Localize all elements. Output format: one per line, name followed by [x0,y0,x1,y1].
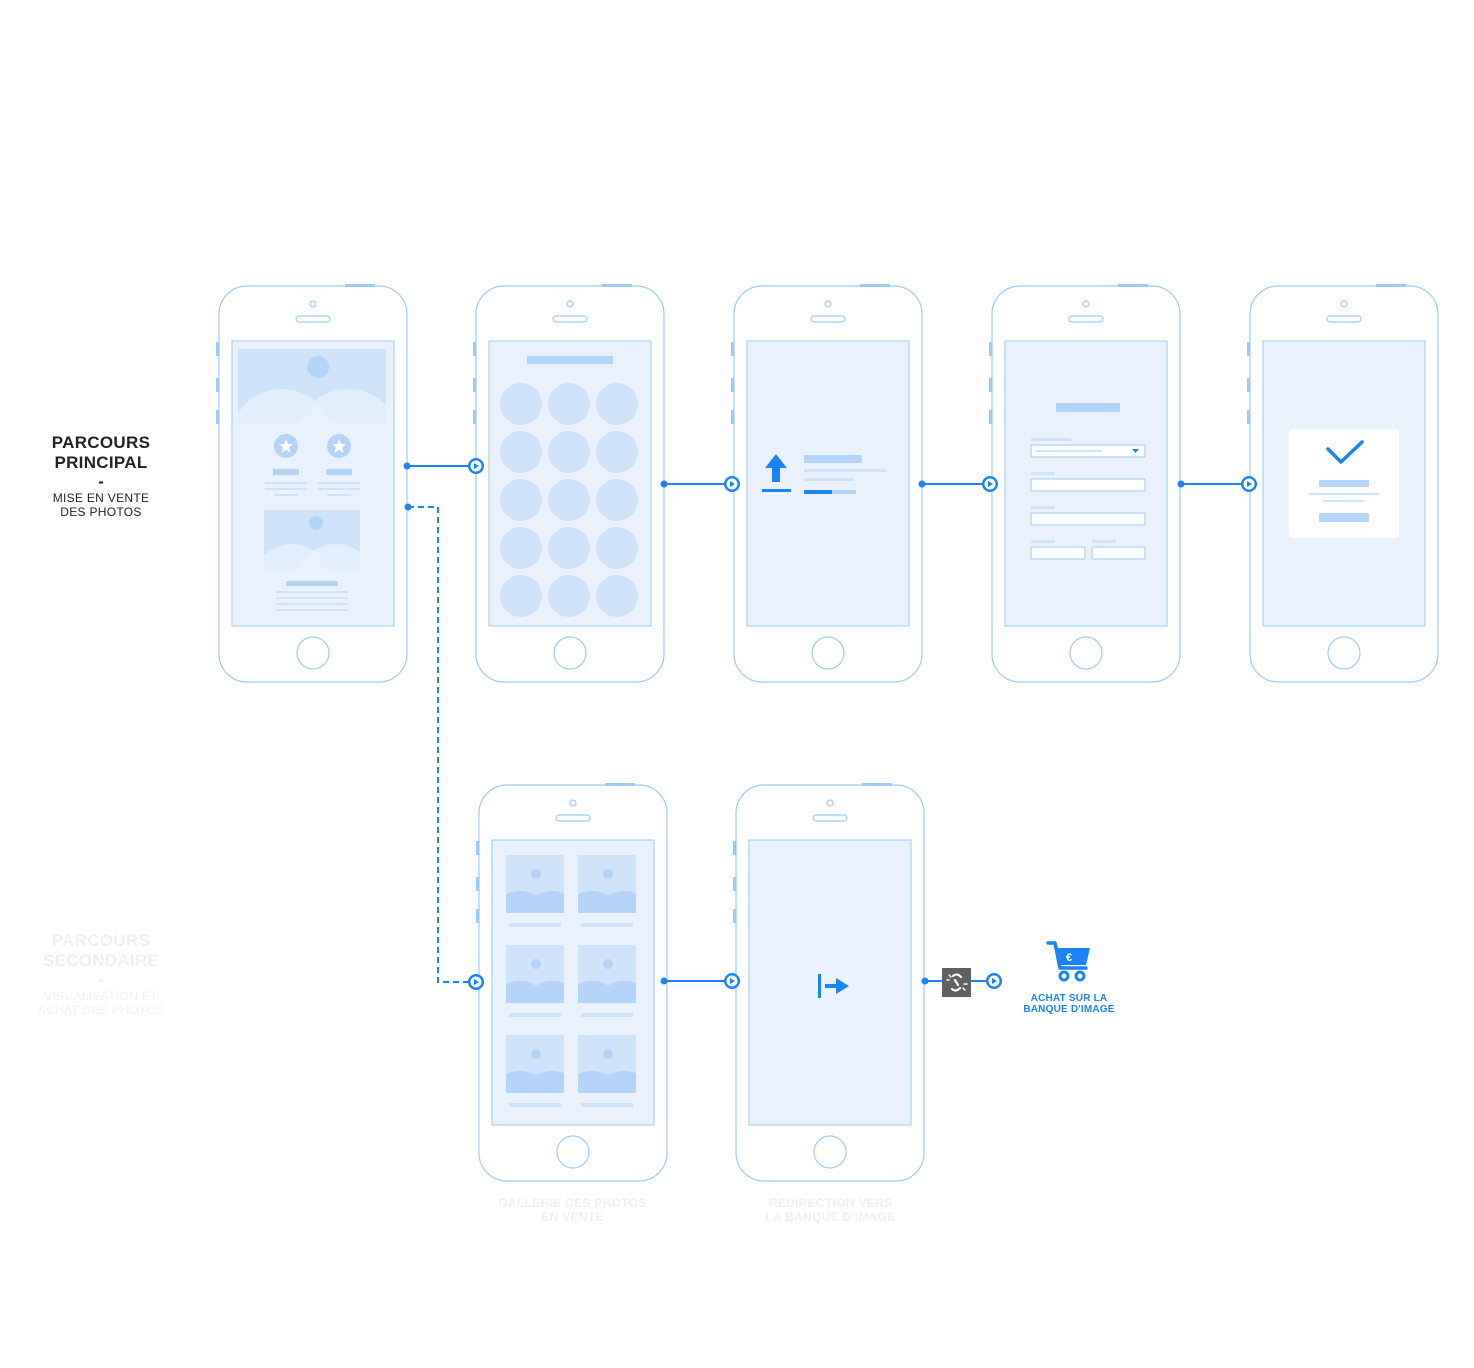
phone-profile-screen [215,283,408,683]
secondary-sub-line1: VISUALISATION ET [44,989,158,1003]
connector-3 [918,476,998,492]
hero-image-placeholder [238,349,386,423]
check-icon [1326,440,1364,464]
secondary-title-line2: SECONDAIRE [42,951,160,970]
connector-4 [1177,476,1257,492]
connector-1 [403,458,484,474]
redirect-caption-line2: LA BANQUE D'IMAGE [765,1210,896,1224]
connector-dashed-branch [404,503,484,990]
currency-symbol: € [1066,952,1072,964]
gallery-caption-line1: GALLERIE DES PHOTOS [498,1196,647,1210]
phone-gallery-screen [475,782,668,1182]
gallery-caption: GALLERIE DES PHOTOS EN VENTE [480,1196,665,1224]
purchase-label-line1: ACHAT SUR LA [1030,993,1108,1004]
primary-path-label: PARCOURS PRINCIPAL - MISE EN VENTE DES P… [30,433,172,519]
star-icon [327,434,351,458]
phone-upload-screen [730,283,923,683]
redirect-caption-line1: REDIRECTION VERS [768,1196,893,1210]
secondary-title-line1: PARCOURS [51,931,151,950]
primary-dash: - [98,472,104,491]
purchase-label: ACHAT SUR LA BANQUE D'IMAGE [1012,993,1126,1015]
broken-link-icon [942,968,971,997]
phone-form-screen [988,283,1181,683]
connector-5 [660,973,740,989]
purchase-label-line2: BANQUE D'IMAGE [1023,1004,1115,1015]
secondary-sub-line2: ACHAT DES PHOTOS [37,1003,165,1017]
phone-selection-grid-screen [472,283,665,683]
chevron-down-icon [1132,449,1139,453]
phone-confirmation-screen [1246,283,1439,683]
phone-redirect-screen [732,782,925,1182]
primary-title-line1: PARCOURS [51,433,151,452]
gallery-caption-line2: EN VENTE [541,1210,604,1224]
star-icon [274,434,298,458]
redirect-icon [818,974,849,998]
upload-icon [762,454,791,492]
primary-sub-line1: MISE EN VENTE [52,491,150,505]
redirect-caption: REDIRECTION VERS LA BANQUE D'IMAGE [738,1196,923,1224]
image-placeholder [264,510,360,570]
secondary-dash: - [98,970,104,989]
connector-2 [660,476,740,492]
primary-sub-line2: DES PHOTOS [60,505,142,519]
primary-title-line2: PRINCIPAL [54,453,148,472]
shopping-cart-icon: € [1046,941,1090,982]
secondary-path-label: PARCOURS SECONDAIRE - VISUALISATION ET A… [30,931,172,1017]
